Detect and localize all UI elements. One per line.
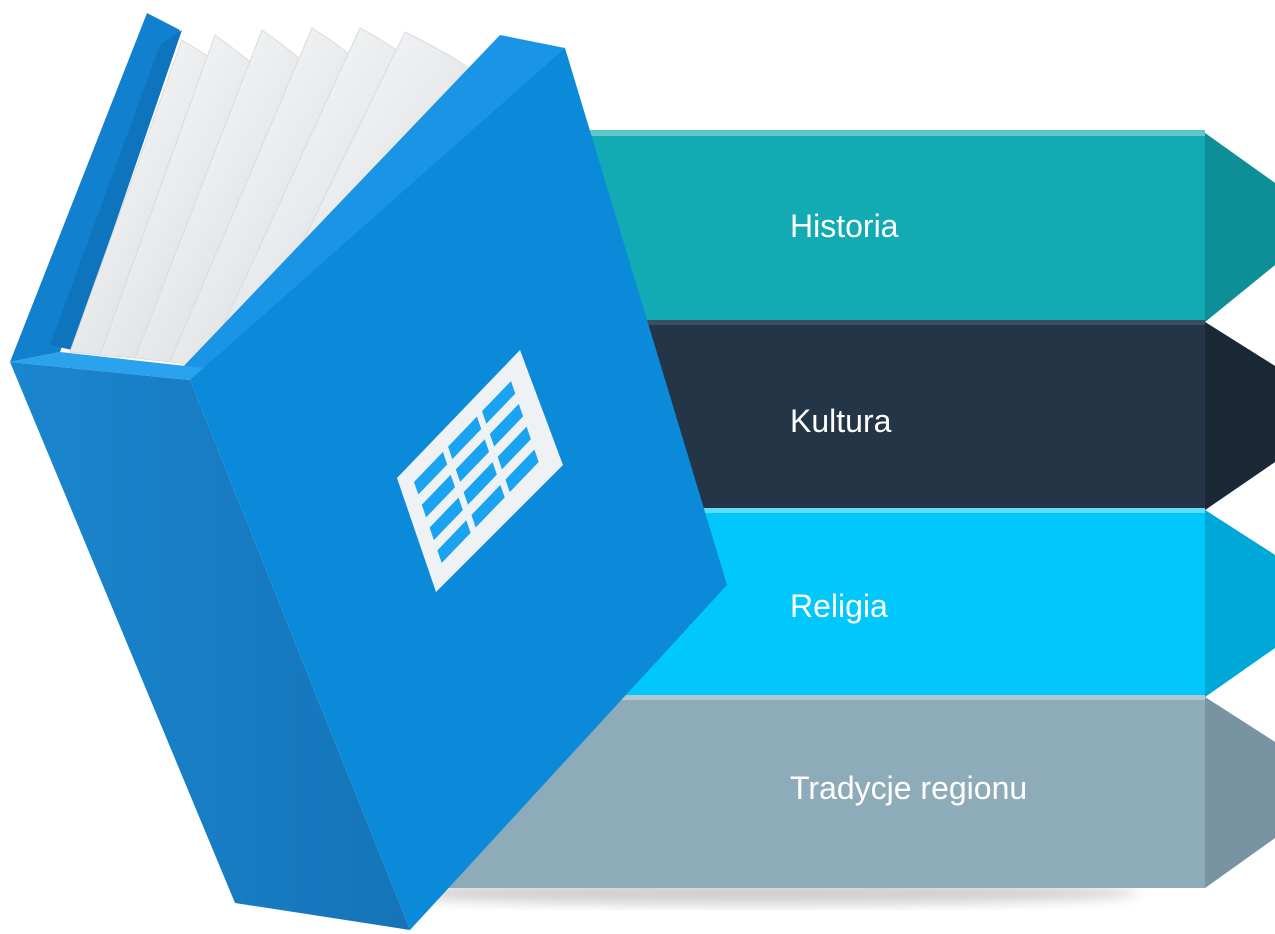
book-cover-top-edge [180,35,565,385]
grid-cell [505,449,539,493]
grid-cell [489,403,524,447]
bar-label-religia: Religia [790,588,888,624]
bar-historia-tip-shade [1205,133,1275,322]
bar-kultura-top-edge [425,320,1205,325]
grid-cell [463,462,497,505]
bar-religia-tip-shade [1205,510,1275,697]
grid-cell [471,484,505,528]
book-spine [10,362,410,930]
grid-cell [497,426,531,470]
bar-historia[interactable] [425,130,1275,322]
book-spine-top [10,352,240,380]
grid-cell [455,439,490,482]
book-inner-back [10,13,180,362]
bar-religia-top-edge [425,508,1205,513]
bar-tradycje-regionu-tip-shade [1205,697,1275,888]
grid-cell [421,474,456,518]
grid-cell [482,381,516,424]
bar-label-kultura: Kultura [790,403,892,439]
bar-tradycje-regionu[interactable] [425,695,1275,888]
table-grid-icon [397,350,563,592]
book-illustration [10,13,727,930]
grid-cell [437,520,471,563]
bar-historia-top-edge [425,130,1205,136]
bar-historia-body [425,133,1275,322]
book-inner-back-face [50,30,182,350]
bar-tradycje-regionu-body [425,697,1275,888]
bar-kultura-tip-shade [1205,322,1275,510]
grid-cell [448,416,482,460]
bar-label-historia: Historia [790,208,899,244]
grid-cell [414,451,448,495]
bar-tradycje-regionu-top-edge [425,695,1205,700]
bar-label-tradycje-regionu: Tradycje regionu [790,770,1028,806]
grid-cell [429,497,463,541]
